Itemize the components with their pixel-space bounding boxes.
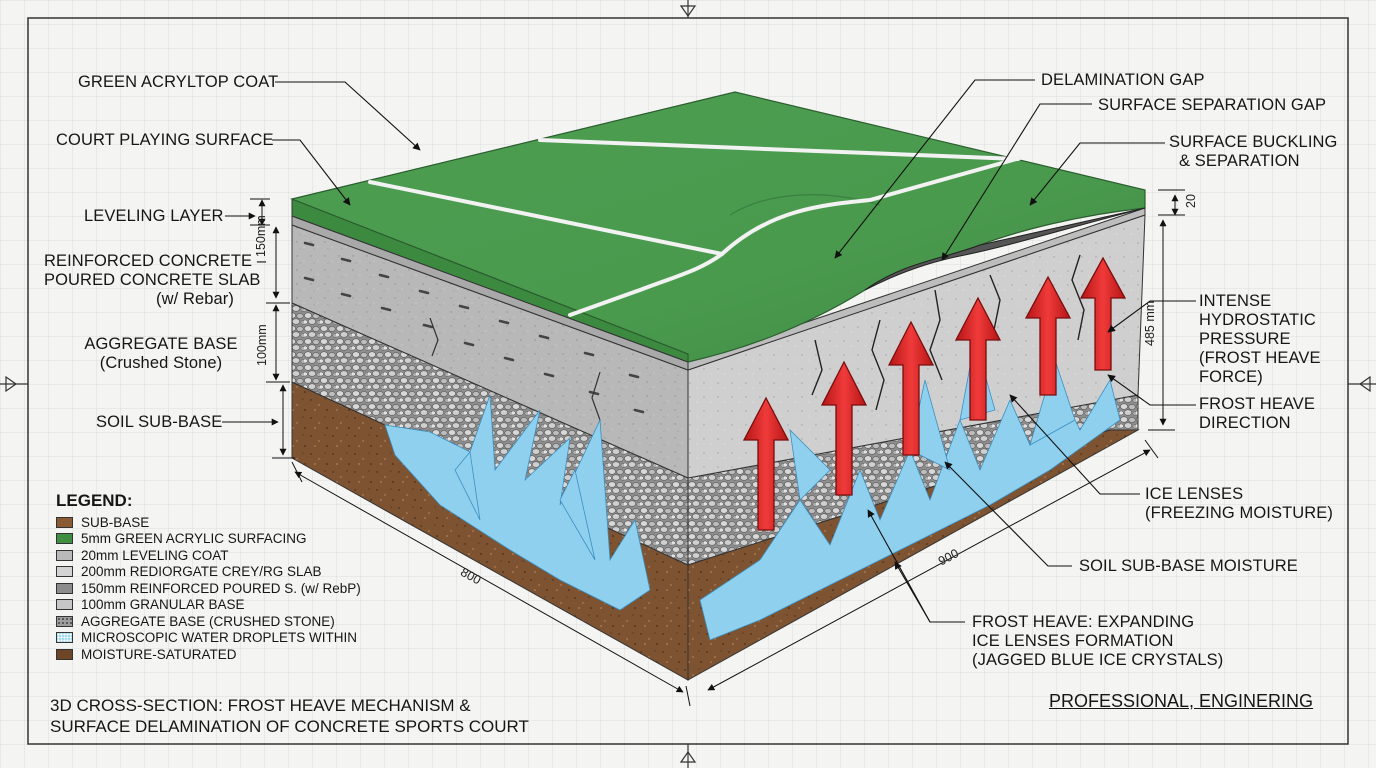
- label-separation-gap: SURFACE SEPARATION GAP: [1098, 96, 1327, 114]
- label-surface-buckling: SURFACE BUCKLING & SEPARATION: [1169, 133, 1337, 171]
- label-reinforced-line1: REINFORCED CONCRETE –: [44, 252, 267, 270]
- dim-100mm: 100mm: [255, 324, 269, 366]
- label-buckling-line1: SURFACE BUCKLING: [1169, 133, 1338, 151]
- label-delamination-gap: DELAMINATION GAP: [1041, 71, 1205, 89]
- label-heave-dir-line1: FROST HEAVE: [1199, 395, 1316, 413]
- label-ice-lenses: ICE LENSES (FREEZING MOISTURE): [1145, 485, 1333, 523]
- court-lines: [368, 138, 1022, 317]
- label-top-coat: GREEN ACRYLTOP COAT: [78, 73, 279, 91]
- label-hydro-line3: PRESSURE: [1199, 330, 1291, 348]
- legend-item: 20mm LEVELING COAT: [56, 547, 361, 564]
- legend-item: 200mm REDIORGATE CREY/RG SLAB: [56, 564, 361, 581]
- legend: LEGEND: SUB-BASE 5mm GREEN ACRYLIC SURFA…: [56, 491, 361, 663]
- legend-swatch: [56, 549, 73, 561]
- diagram-caption: 3D CROSS-SECTION: FROST HEAVE MECHANISM …: [50, 695, 529, 737]
- label-aggregate-base: AGGREGATE BASE (Crushed Stone): [72, 335, 250, 373]
- caption-line2: SURFACE DELAMINATION OF CONCRETE SPORTS …: [50, 717, 529, 736]
- legend-item: MICROSCOPIC WATER DROPLETS WITHIN: [56, 630, 361, 647]
- tagline: PROFESSIONAL, ENGINERING: [1049, 691, 1314, 711]
- label-frost-line2: ICE LENSES FORMATION: [972, 632, 1174, 650]
- label-frost-heave-formation: FROST HEAVE: EXPANDING ICE LENSES FORMAT…: [972, 613, 1223, 670]
- frost-heave-arrows: [742, 256, 1127, 531]
- dim-20: 20: [1184, 194, 1198, 208]
- label-hydro-line4: (FROST HEAVE: [1199, 349, 1321, 367]
- label-aggregate-line1: AGGREGATE BASE: [84, 335, 238, 353]
- legend-item: SUB-BASE: [56, 514, 361, 531]
- label-hydro-line5: FORCE): [1199, 368, 1263, 386]
- legend-items: SUB-BASE 5mm GREEN ACRYLIC SURFACING 20m…: [56, 514, 361, 663]
- legend-swatch: [56, 566, 73, 578]
- legend-item: AGGREGATE BASE (CRUSHED STONE): [56, 613, 361, 630]
- label-ice-lenses-line1: ICE LENSES: [1145, 485, 1244, 503]
- legend-swatch: [56, 632, 73, 644]
- label-reinforced-line2: POURED CONCRETE SLAB: [44, 271, 261, 289]
- label-hydro-line2: HYDROSTATIC: [1199, 311, 1316, 329]
- legend-swatch: [56, 599, 73, 611]
- label-hydro-line1: INTENSE: [1199, 292, 1272, 310]
- legend-item: MOISTURE-SATURATED: [56, 646, 361, 663]
- legend-swatch: [56, 516, 73, 528]
- label-aggregate-line2: (Crushed Stone): [99, 354, 223, 372]
- legend-swatch: [56, 648, 73, 660]
- legend-item: 150mm REINFORCED POURED S. (w/ RebP): [56, 580, 361, 597]
- legend-swatch: [56, 615, 73, 627]
- label-reinforced-concrete: REINFORCED CONCRETE – POURED CONCRETE SL…: [44, 252, 267, 309]
- label-ice-lenses-line2: (FREEZING MOISTURE): [1145, 504, 1333, 522]
- dim-150mm: 150mm: [254, 215, 268, 257]
- label-heave-dir-line2: DIRECTION: [1199, 414, 1291, 432]
- dim-485mm: 485 mm: [1143, 300, 1157, 346]
- dimension-ticks: [250, 189, 1185, 707]
- legend-title: LEGEND:: [56, 491, 133, 510]
- legend-item: 5mm GREEN ACRYLIC SURFACING: [56, 531, 361, 548]
- label-playing-surface: COURT PLAYING SURFACE: [56, 131, 274, 149]
- caption-line1: 3D CROSS-SECTION: FROST HEAVE MECHANISM …: [50, 696, 471, 715]
- label-buckling-line2: & SEPARATION: [1179, 152, 1300, 170]
- legend-swatch: [56, 582, 73, 594]
- right-cracks: [811, 254, 1085, 411]
- label-frost-line1: FROST HEAVE: EXPANDING: [972, 613, 1195, 631]
- legend-item: 100mm GRANULAR BASE: [56, 597, 361, 614]
- legend-swatch: [56, 533, 73, 545]
- label-heave-direction: FROST HEAVE DIRECTION: [1199, 395, 1315, 433]
- label-leveling-layer: LEVELING LAYER: [84, 207, 224, 225]
- label-frost-line3: (JAGGED BLUE ICE CRYSTALS): [972, 651, 1224, 669]
- label-soil-moisture: SOIL SUB-BASE MOISTURE: [1079, 557, 1298, 575]
- dimension-lines: [222, 194, 1179, 693]
- delamination-gap: [864, 207, 1146, 291]
- label-soil-subbase: SOIL SUB-BASE: [96, 413, 223, 431]
- label-reinforced-line3: (w/ Rebar): [155, 290, 234, 308]
- label-hydrostatic-pressure: INTENSE HYDROSTATIC PRESSURE (FROST HEAV…: [1199, 292, 1321, 387]
